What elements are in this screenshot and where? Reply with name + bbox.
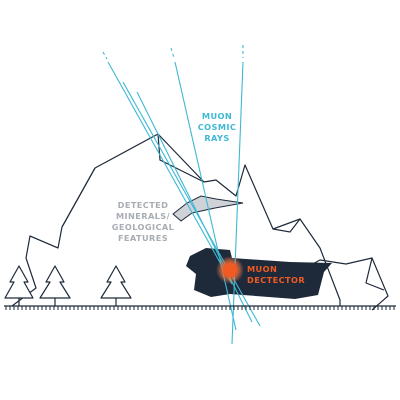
muon-ray-4 (174, 61, 237, 331)
muon-ray-5 (231, 61, 244, 345)
ground-ticks (5, 306, 395, 310)
minerals-line-3: GEOLOGICAL (111, 222, 175, 232)
muon-detector-label: MUON DECTECTOR (247, 264, 315, 286)
muon-ray-4-dash (170, 47, 175, 59)
mountain-facet-left (29, 167, 96, 249)
mountain-facet-right-peak (272, 218, 301, 233)
pine-tree-icon (100, 265, 132, 306)
muon-cosmic-rays-label: MUON COSMIC RAYS (188, 111, 246, 144)
muon-ray-2 (122, 81, 261, 327)
rays-line-2: COSMIC (197, 122, 237, 132)
detector-line-2: DECTECTOR (247, 275, 306, 285)
pine-tree-icon (39, 265, 71, 306)
muon-ray-1-dash (102, 51, 108, 60)
muon-ray-1 (107, 61, 233, 285)
minerals-line-2: MINERALS/ (116, 211, 170, 221)
minerals-line-4: FEATURES (117, 233, 169, 243)
rays-line-1: MUON (201, 111, 233, 121)
rays-line-3: RAYS (204, 133, 230, 143)
mountain-facet-right (365, 257, 385, 291)
pine-tree-icon (4, 265, 34, 306)
detector-core (223, 263, 237, 277)
detector-line-1: MUON (247, 264, 278, 274)
minerals-line-1: DETECTED (117, 200, 169, 210)
detected-minerals-label: DETECTED MINERALS/ GEOLOGICAL FEATURES (108, 200, 178, 244)
mountain-outline-right (297, 257, 389, 311)
